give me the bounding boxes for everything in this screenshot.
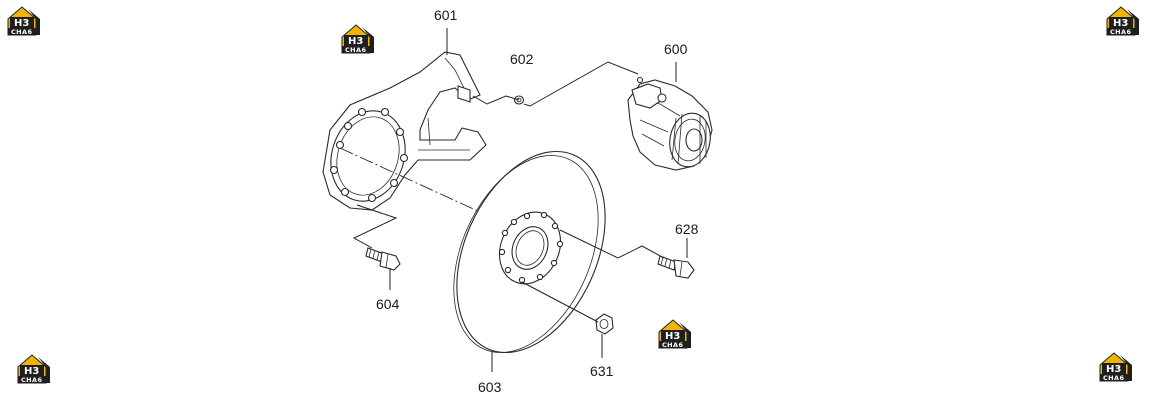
logo-top-left: H3 CHA6 (7, 6, 41, 36)
leader-lines (352, 28, 688, 372)
logo-main-text: H3 (24, 366, 39, 377)
bolt-604 (365, 247, 401, 271)
label-628: 628 (675, 221, 699, 237)
label-604: 604 (376, 296, 400, 312)
brake-disc-603 (453, 150, 606, 354)
label-631: 631 (590, 363, 614, 379)
logo-main-text: H3 (348, 36, 363, 47)
logo-bottom-left: H3 CHA6 (17, 354, 51, 384)
bolt-628 (657, 255, 695, 279)
logo-sub-text: CHA6 (1110, 28, 1131, 36)
center-axis (339, 147, 481, 213)
label-602: 602 (510, 51, 534, 67)
logo-sub-text: CHA6 (11, 28, 32, 36)
label-600: 600 (664, 41, 688, 57)
logo-main-text: H3 (1113, 18, 1128, 29)
logo-sub-text: CHA6 (1103, 374, 1124, 382)
caliper-600 (627, 76, 713, 171)
logo-main-text: H3 (1106, 364, 1121, 375)
logo-top-right: H3 CHA6 (1106, 6, 1140, 36)
logo-bottom-right: H3 CHA6 (1099, 352, 1133, 382)
label-603: 603 (478, 379, 502, 395)
logo-main-text: H3 (665, 331, 680, 342)
logo-main-text: H3 (14, 18, 29, 29)
label-601: 601 (434, 7, 458, 23)
logo-center: H3 CHA6 (658, 319, 692, 349)
nut-631 (595, 313, 614, 335)
logo-sub-text: CHA6 (21, 376, 42, 384)
logo-top-center: H3 CHA6 (341, 24, 375, 54)
bracket-601 (322, 51, 487, 211)
logo-sub-text: CHA6 (345, 46, 366, 54)
logo-sub-text: CHA6 (662, 341, 683, 349)
